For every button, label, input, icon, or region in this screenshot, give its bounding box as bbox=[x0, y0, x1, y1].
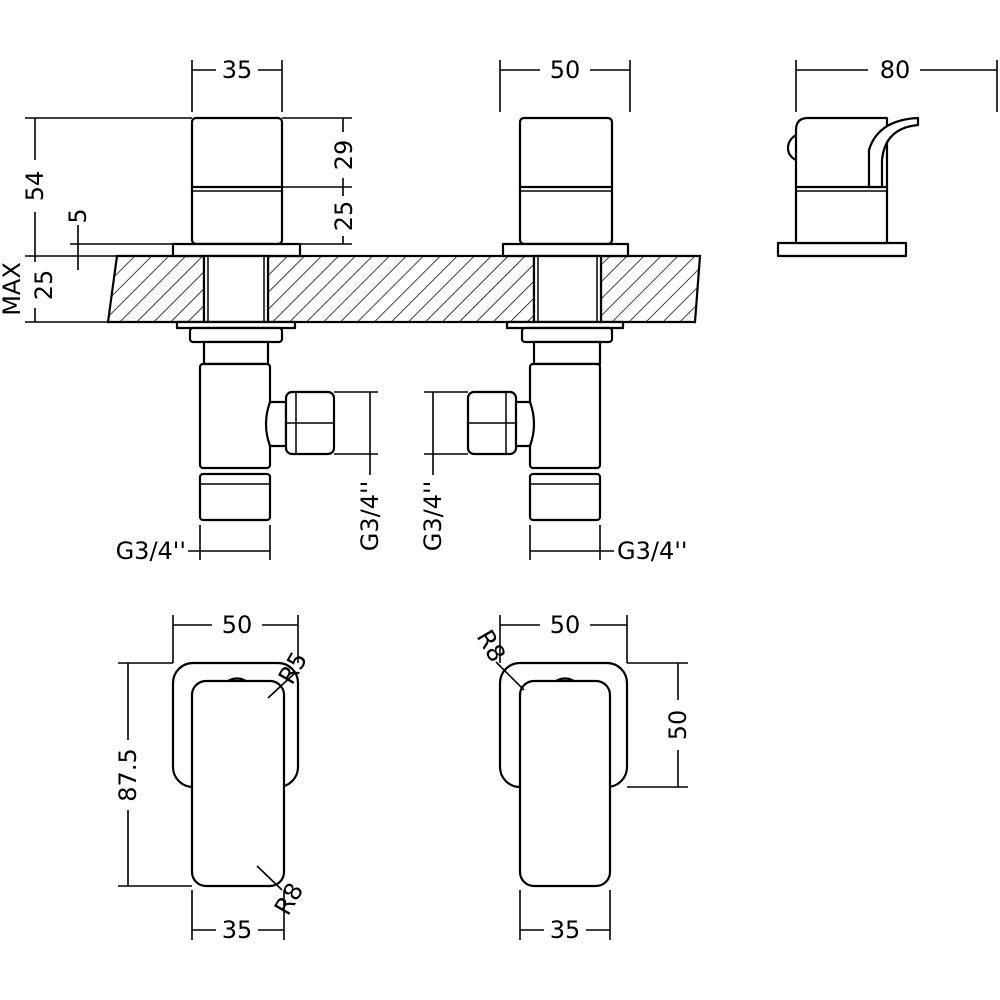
dim-thread-bottom-right: G3/4'' bbox=[617, 537, 687, 565]
deck-left-part bbox=[106, 254, 206, 324]
dim-lower-section-height: 25 bbox=[330, 201, 358, 232]
left-tap-front-view bbox=[171, 116, 336, 522]
dim-plate-thickness: 5 bbox=[64, 208, 92, 223]
dim-plan-right-radius: R8 bbox=[471, 625, 511, 667]
plan-right-lever bbox=[518, 679, 612, 888]
left-tap-outlet-body bbox=[198, 362, 272, 470]
right-tap-base-plate bbox=[501, 242, 630, 258]
left-tap-backnut bbox=[188, 326, 284, 344]
right-tap-bottom-connector bbox=[528, 472, 602, 522]
dim-plan-right-width-bottom: 35 bbox=[550, 916, 581, 944]
side-view-base-plate bbox=[776, 241, 908, 258]
dim-thread-side-right: G3/4'' bbox=[419, 481, 447, 551]
dim-plan-right-width-top: 50 bbox=[550, 611, 581, 639]
right-tap-outlet-body bbox=[528, 362, 602, 470]
plan-view-right bbox=[498, 661, 629, 888]
dim-deck-note: MAX bbox=[0, 262, 26, 316]
plan-view-left bbox=[171, 661, 300, 888]
dim-upper-section-height: 29 bbox=[330, 140, 358, 171]
side-view-lever bbox=[867, 116, 920, 189]
dim-valve-body-width: 50 bbox=[550, 56, 581, 84]
left-tap-shank bbox=[202, 254, 270, 324]
dim-thread-bottom-left: G3/4'' bbox=[116, 537, 186, 565]
plan-left-lever bbox=[190, 679, 286, 888]
right-tap-front-view bbox=[466, 116, 630, 522]
side-view bbox=[776, 116, 920, 258]
deck-section bbox=[106, 254, 702, 324]
dim-plan-left-width-top: 50 bbox=[222, 611, 253, 639]
dim-side-depth: 80 bbox=[880, 56, 911, 84]
dim-deck-thickness: 25 bbox=[30, 270, 58, 301]
dim-plan-right-length: 50 bbox=[664, 710, 692, 741]
left-tap-handle bbox=[190, 116, 284, 246]
right-tap-backnut bbox=[520, 326, 614, 344]
left-tap-bottom-connector bbox=[198, 472, 272, 522]
right-tap-shank bbox=[532, 254, 603, 324]
dim-thread-side-left: G3/4'' bbox=[356, 481, 384, 551]
dim-plan-left-width-bottom: 35 bbox=[222, 916, 253, 944]
side-view-body bbox=[794, 116, 889, 245]
deck-right-part bbox=[599, 254, 702, 324]
dim-tap-body-width: 35 bbox=[222, 56, 253, 84]
dimension-lines bbox=[25, 60, 998, 940]
dim-plan-left-length: 87.5 bbox=[114, 748, 142, 801]
left-tap-base-plate bbox=[171, 242, 302, 258]
deck-middle-part bbox=[266, 254, 536, 324]
dimension-labels: 35 50 80 54 29 25 5 25 MAX G3/4'' G3/4''… bbox=[0, 56, 910, 944]
right-tap-handle bbox=[518, 116, 614, 246]
dim-total-height: 54 bbox=[21, 171, 49, 202]
